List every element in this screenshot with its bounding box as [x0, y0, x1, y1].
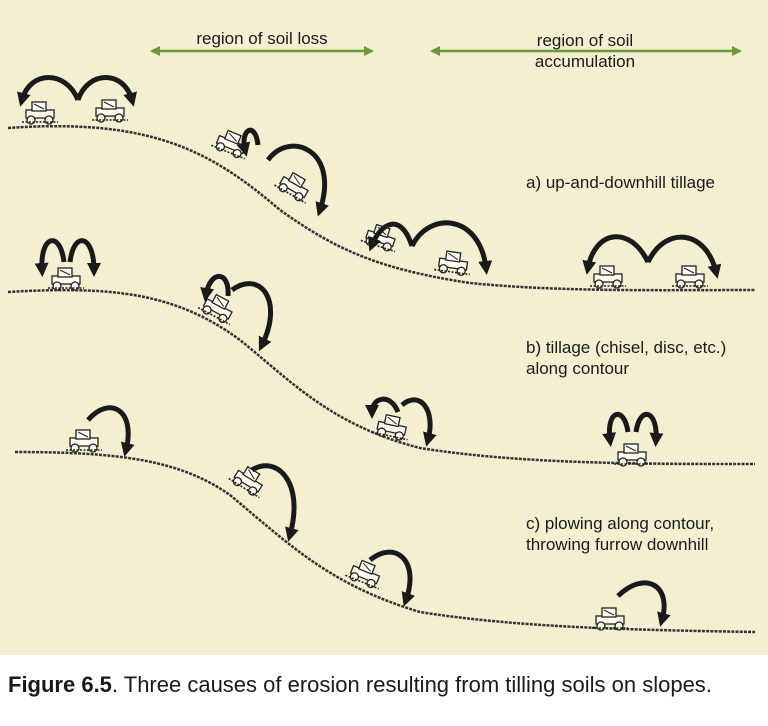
slope-profile-c	[14, 450, 756, 634]
soil-movement-arrow-icon	[17, 75, 81, 107]
tractor-icon	[591, 607, 629, 631]
soil-movement-arrow-icon	[75, 75, 137, 107]
soil-movement-arrow-icon	[34, 238, 67, 277]
slope-profile-b	[7, 288, 756, 466]
diagram-canvas	[7, 46, 756, 634]
tractor-icon	[91, 99, 129, 123]
soil-movement-arrow-icon	[616, 580, 671, 627]
tractor-icon	[196, 289, 241, 328]
panel-b-label: b) tillage (chisel, disc, etc.) along co…	[526, 338, 727, 378]
region-of-soil-accumulation-label: region of soil accumulation	[534, 31, 636, 71]
soil-movement-arrow-icon	[200, 274, 231, 302]
soil-movement-arrow-icon	[633, 411, 664, 447]
soil-movement-arrow-icon	[86, 405, 135, 457]
tractor-icon	[21, 101, 59, 125]
figure-number: Figure 6.5	[8, 672, 112, 697]
soil-movement-arrow-icon	[236, 127, 261, 157]
soil-movement-arrow-icon	[400, 397, 437, 447]
tractor-icon	[589, 265, 627, 289]
panel-a-label: a) up-and-downhill tillage	[526, 173, 716, 192]
soil-movement-arrow-icon	[582, 234, 651, 275]
tractor-icon	[47, 267, 85, 291]
figure-caption: Figure 6.5. Three causes of erosion resu…	[8, 672, 764, 698]
region-of-soil-loss-label: region of soil loss	[196, 29, 328, 48]
soil-movement-arrow-icon	[645, 234, 722, 279]
tractor-icon	[671, 265, 709, 289]
soil-movement-arrow-icon	[230, 281, 274, 352]
caption-text: . Three causes of erosion resulting from…	[111, 672, 712, 697]
tractor-icon	[613, 443, 651, 467]
tractor-icon	[371, 411, 413, 443]
erosion-diagram: region of soil loss region of soil accum…	[0, 0, 768, 655]
tractor-icon	[272, 166, 317, 206]
soil-movement-arrow-icon	[368, 221, 415, 252]
soil-movement-arrow-icon	[265, 143, 329, 217]
tractor-icon	[65, 429, 103, 453]
soil-movement-arrow-icon	[67, 238, 101, 277]
soil-movement-arrow-icon	[368, 549, 415, 607]
slope-profile-a	[7, 124, 756, 292]
tractor-icon	[433, 248, 474, 278]
soil-movement-arrow-icon	[602, 411, 631, 447]
panel-c-label: c) plowing along contour, throwing furro…	[526, 514, 715, 554]
soil-movement-arrow-icon	[250, 463, 299, 542]
soil-movement-arrow-icon	[365, 396, 401, 419]
soil-movement-arrow-icon	[409, 220, 493, 275]
